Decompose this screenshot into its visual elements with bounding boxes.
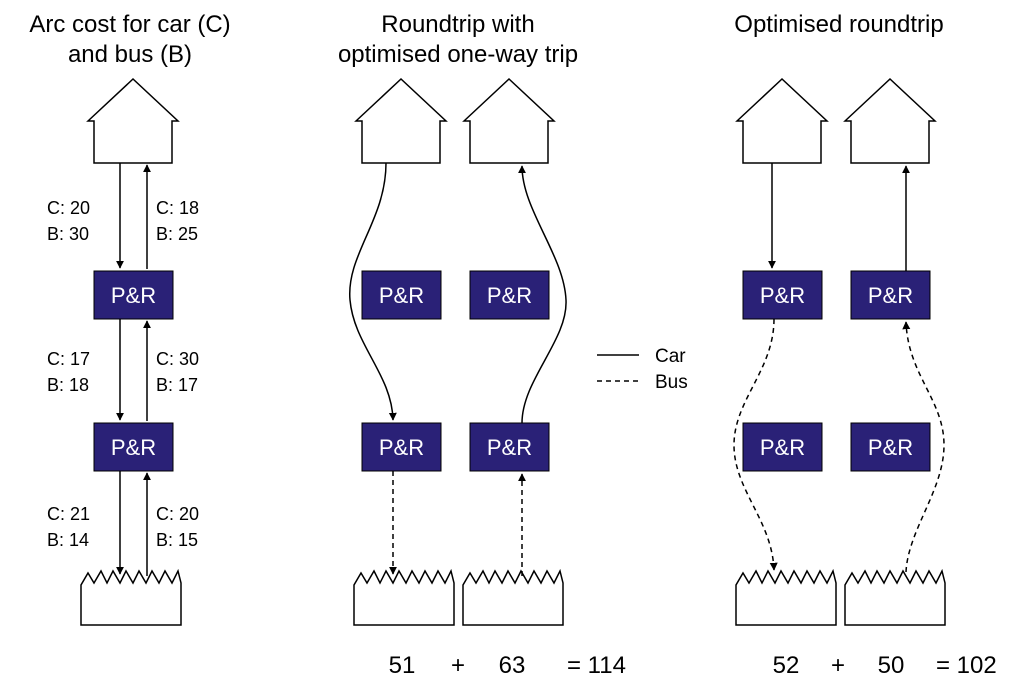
cost-pr2-work-bus: B: 14 xyxy=(47,530,89,550)
inbound-cost: 63 xyxy=(499,652,526,679)
car-route-inbound xyxy=(518,165,567,424)
cost-pr1-pr2-bus: B: 18 xyxy=(47,375,89,395)
park-and-ride-node: P&R xyxy=(850,270,931,320)
outbound-cost: 51 xyxy=(389,652,416,679)
pr-label: P&R xyxy=(487,283,532,308)
cost-pr2-work-car: C: 21 xyxy=(47,504,90,524)
plus-sign: + xyxy=(451,652,465,679)
roundtrip-total: = 114 xyxy=(567,652,626,679)
cost-pr2-pr1-car: C: 30 xyxy=(156,349,199,369)
home-icon xyxy=(86,77,180,164)
cost-work-pr2-bus: B: 15 xyxy=(156,530,198,550)
pr-label: P&R xyxy=(379,283,424,308)
pr-label: P&R xyxy=(111,283,156,308)
panel-roundtrip-one-way-optimised: Roundtrip with optimised one-way trip P&… xyxy=(338,11,688,679)
cost-home-pr1-car: C: 20 xyxy=(47,198,90,218)
pr-label: P&R xyxy=(111,435,156,460)
inbound-cost: 50 xyxy=(878,652,905,679)
roundtrip-total: = 102 xyxy=(936,652,997,679)
park-and-ride-node: P&R xyxy=(469,270,550,320)
workplace-icon xyxy=(735,568,837,626)
panel3-title: Optimised roundtrip xyxy=(734,11,943,38)
panel2-title-line1: Roundtrip with xyxy=(381,11,534,38)
cost-home-pr1-bus: B: 30 xyxy=(47,224,89,244)
park-and-ride-node: P&R xyxy=(469,422,550,472)
workplace-icon xyxy=(80,568,182,626)
pr-label: P&R xyxy=(868,283,913,308)
panel-optimised-roundtrip: Optimised roundtrip P&R P&R P&R P&R xyxy=(733,11,997,679)
home-icon xyxy=(462,77,556,164)
pr-label: P&R xyxy=(760,435,805,460)
home-icon xyxy=(735,77,829,164)
cost-work-pr2-car: C: 20 xyxy=(156,504,199,524)
plus-sign: + xyxy=(831,652,845,679)
cost-pr1-home-car: C: 18 xyxy=(156,198,199,218)
panel-arc-costs: Arc cost for car (C) and bus (B) P&R P&R… xyxy=(29,11,231,626)
park-and-ride-node-upper: P&R xyxy=(93,270,174,320)
panel1-title-line2: and bus (B) xyxy=(68,41,192,68)
legend-car-label: Car xyxy=(655,346,686,367)
workplace-icon xyxy=(353,568,455,626)
panel2-title-line2: optimised one-way trip xyxy=(338,41,578,68)
outbound-cost: 52 xyxy=(773,652,800,679)
park-and-ride-node: P&R xyxy=(361,422,442,472)
pr-label: P&R xyxy=(487,435,532,460)
park-and-ride-node: P&R xyxy=(742,270,823,320)
park-and-ride-node: P&R xyxy=(850,422,931,472)
cost-pr1-pr2-car: C: 17 xyxy=(47,349,90,369)
bus-route-inbound xyxy=(902,321,945,573)
legend: Car Bus xyxy=(597,346,688,393)
workplace-icon xyxy=(462,568,564,626)
park-and-ride-node: P&R xyxy=(361,270,442,320)
park-and-ride-node-lower: P&R xyxy=(93,422,174,472)
panel1-title-line1: Arc cost for car (C) xyxy=(29,11,230,38)
cost-pr1-home-bus: B: 25 xyxy=(156,224,198,244)
car-route-outbound xyxy=(349,162,397,421)
pr-label: P&R xyxy=(760,283,805,308)
cost-pr2-pr1-bus: B: 17 xyxy=(156,375,198,395)
workplace-icon xyxy=(844,568,946,626)
home-icon xyxy=(354,77,448,164)
pr-label: P&R xyxy=(379,435,424,460)
legend-bus-label: Bus xyxy=(655,372,688,393)
pr-label: P&R xyxy=(868,435,913,460)
home-icon xyxy=(843,77,937,164)
park-and-ride-node: P&R xyxy=(742,422,823,472)
